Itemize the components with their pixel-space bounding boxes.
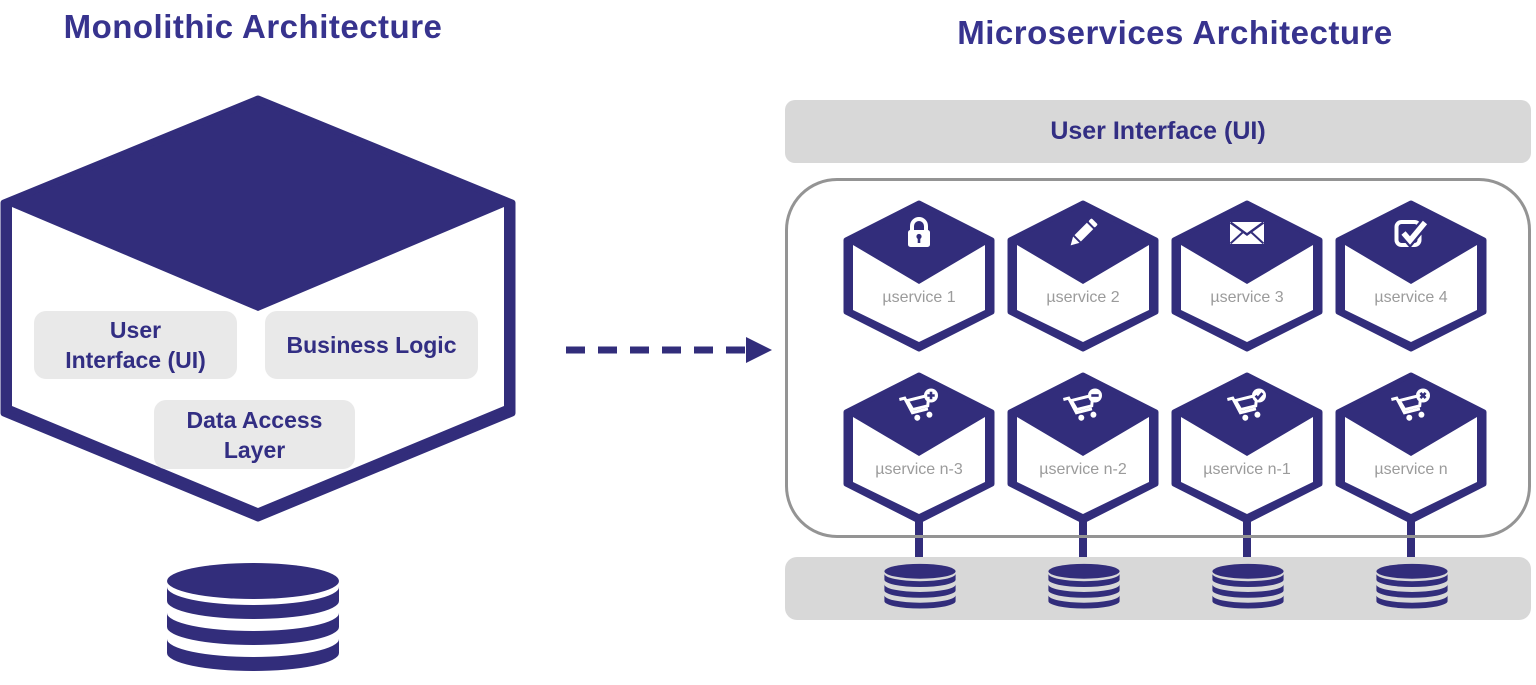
hexagon-cube-shape [1171,200,1323,352]
microservice-hexagon: µservice 4 [1335,200,1487,352]
monolith-layer-ui-line2: Interface (UI) [65,347,206,373]
hexagon-cube-shape [1007,372,1159,524]
hexagon-cube-shape [843,372,995,524]
hexagon-cube-shape [1335,200,1487,352]
microservice-hexagon: µservice 1 [843,200,995,352]
microservice-hexagon: µservice 3 [1171,200,1323,352]
lock-icon [908,217,930,247]
microservice-hexagon: µservice n-2 [1007,372,1159,524]
monolith-cube-icon [0,95,516,522]
microservice-label: µservice n-3 [875,461,963,478]
database-stack-icon [1212,563,1284,616]
checkbox-icon [1394,219,1429,249]
db-connector-line [1407,514,1415,566]
microservice-label: µservice n-2 [1039,461,1127,478]
dashed-right-arrow-icon [566,337,772,363]
db-connector-line [915,514,923,566]
database-stack-icon [1376,563,1448,616]
microservice-label: µservice 2 [1046,289,1120,306]
monolith-layer-ui: User Interface (UI) [34,311,237,379]
user-interface-bar-label: User Interface (UI) [1050,117,1266,145]
microservice-label: µservice n-1 [1203,461,1291,478]
microservice-label: µservice 1 [882,289,956,306]
microservice-label: µservice 3 [1210,289,1284,306]
microservices-title: Microservices Architecture [957,14,1393,51]
monolithic-title: Monolithic Architecture [63,8,443,45]
data-access-line1: Data Access [186,406,323,433]
db-connector-line [1243,514,1251,566]
pencil-icon [1070,218,1098,246]
microservice-hexagon: µservice n-1 [1171,372,1323,524]
db-connector-line [1079,514,1087,566]
envelope-icon [1229,221,1265,245]
database-stack-icon [1048,563,1120,616]
cart-x-icon [1391,388,1430,421]
monolith-layer-business-logic: Business Logic [265,311,478,379]
microservice-hexagon: µservice 2 [1007,200,1159,352]
hexagon-cube-shape [1007,200,1159,352]
microservice-hexagon: µservice n-3 [843,372,995,524]
microservice-hexagon: µservice n [1335,372,1487,524]
user-interface-bar: User Interface (UI) [785,100,1531,163]
microservice-label: µservice 4 [1374,289,1448,306]
business-logic-label: Business Logic [286,332,457,358]
microservice-label: µservice n [1374,461,1448,478]
database-stack-icon [167,563,339,671]
hexagon-cube-shape [1171,372,1323,524]
cart-remove-icon [1063,388,1102,421]
hexagon-cube-shape [1335,372,1487,524]
database-stack-icon [884,563,956,616]
cart-add-icon [899,388,938,421]
microservices-container [785,178,1531,538]
monolith-layer-data-access: Data Access Layer [154,400,355,469]
monolith-layer-ui-line1: User [109,317,162,343]
data-access-line2: Layer [223,436,286,463]
cart-check-icon [1227,388,1266,421]
hexagon-cube-shape [843,200,995,352]
